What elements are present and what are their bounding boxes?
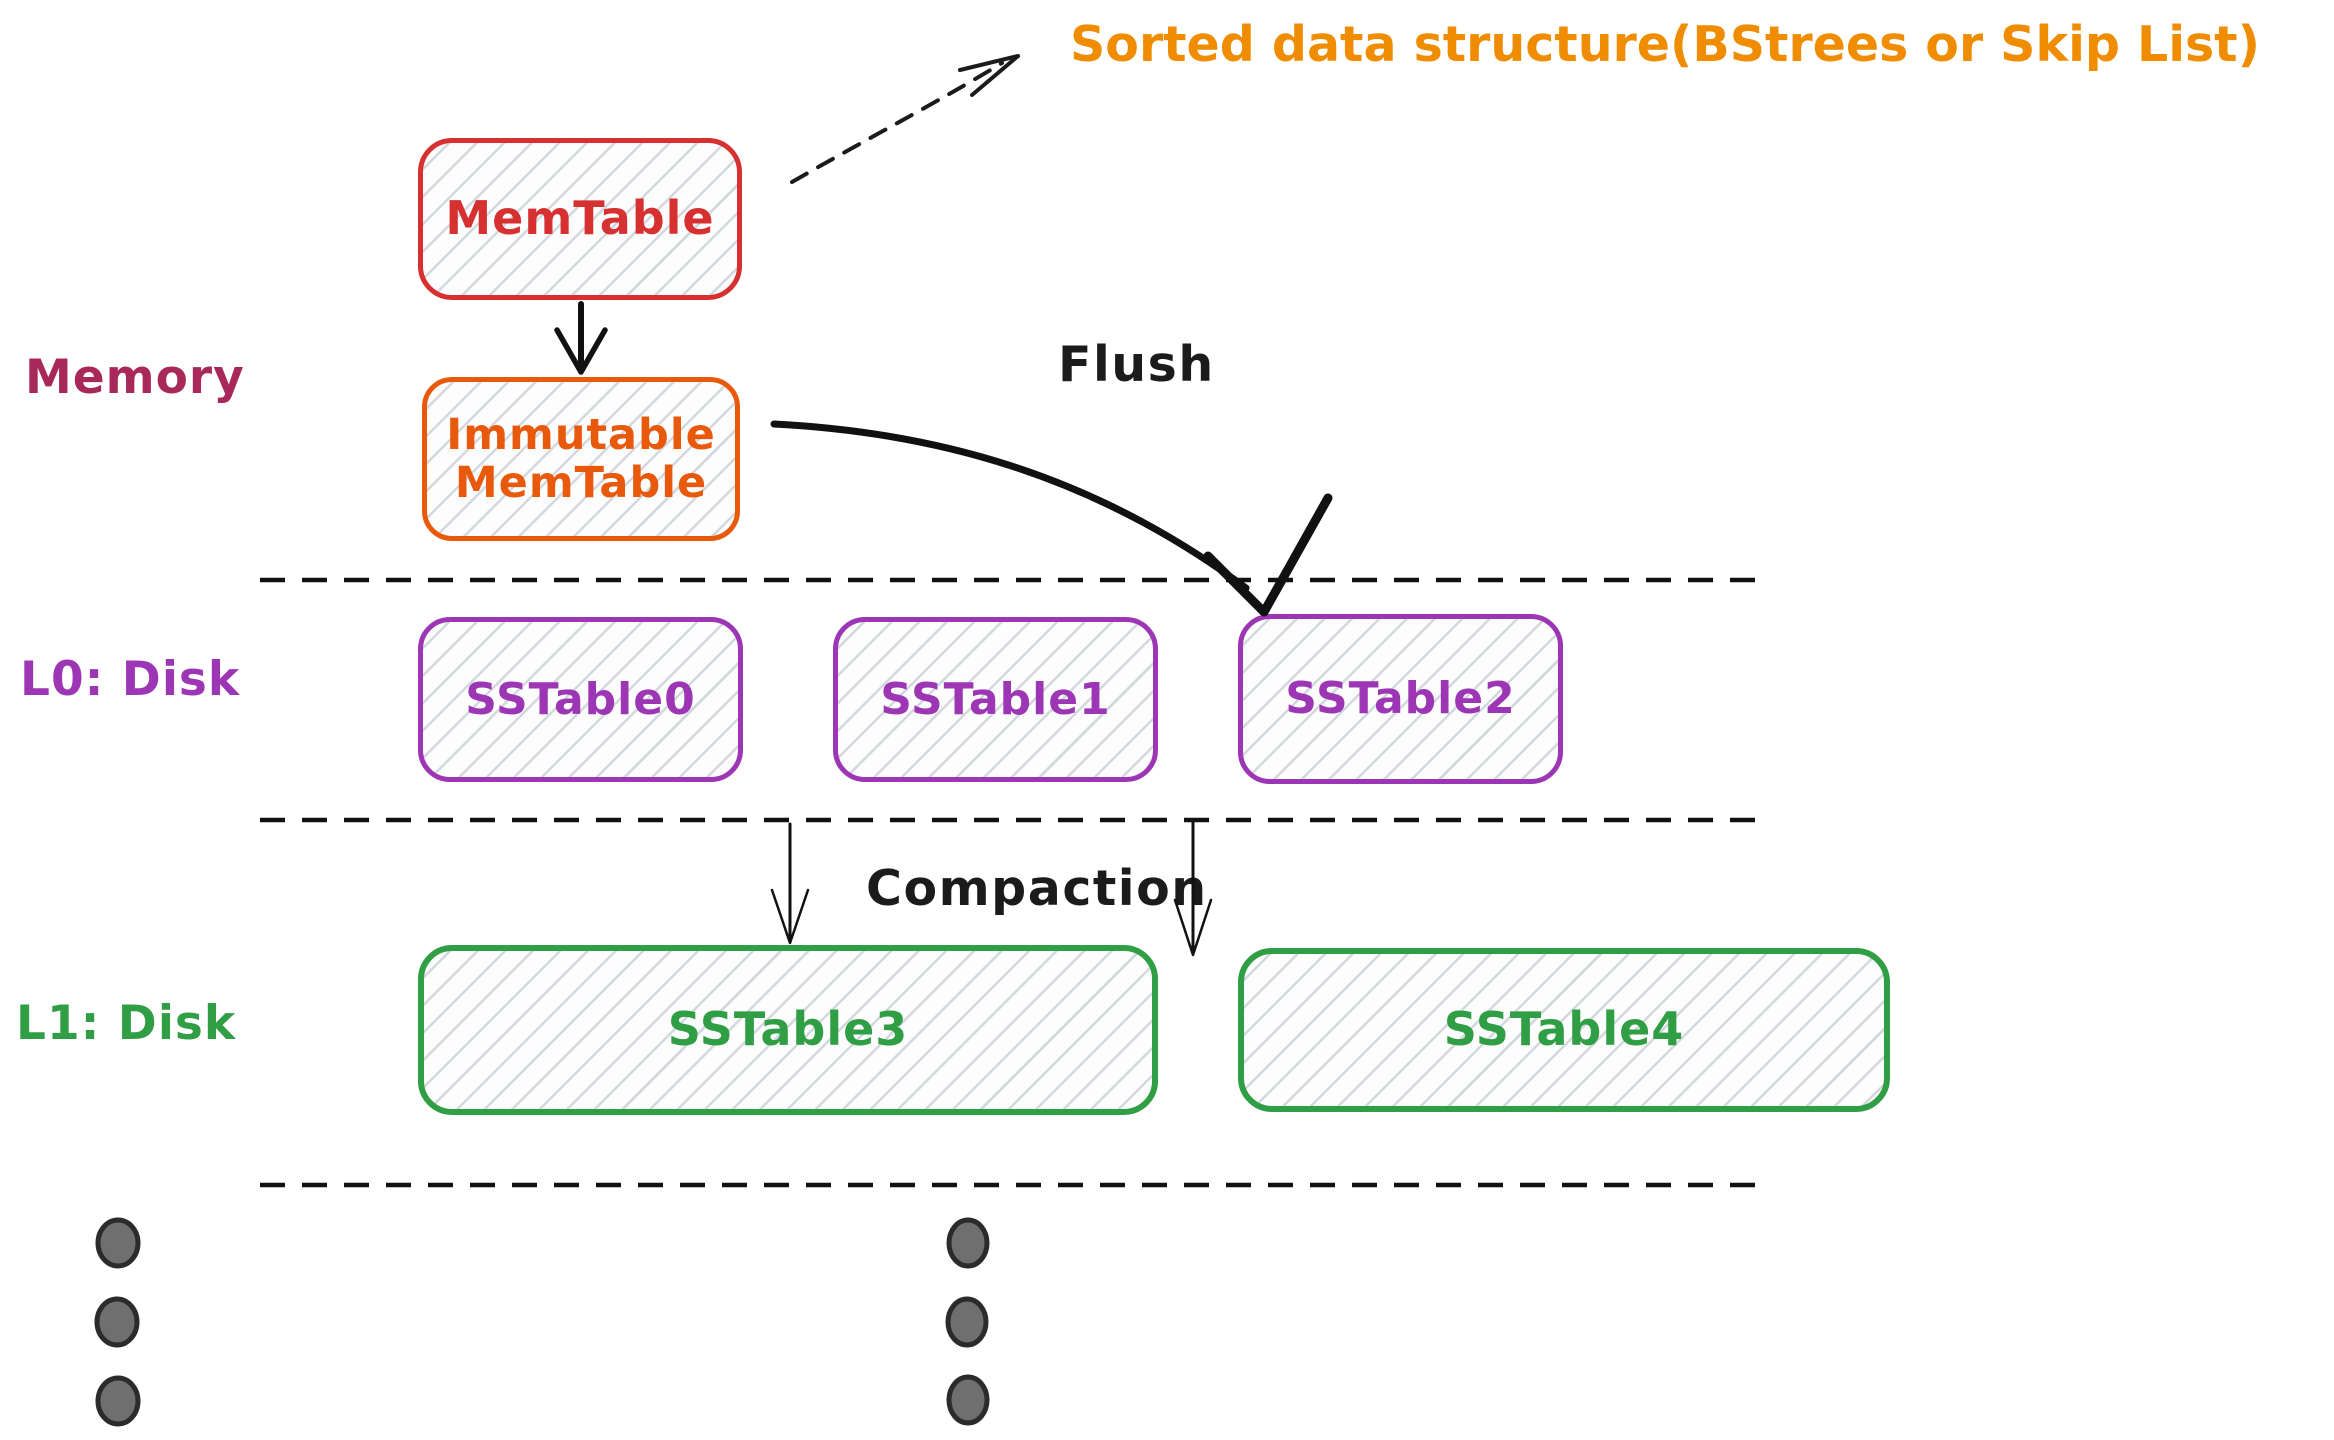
ellipsis-dot [946,1217,990,1269]
sstable0-node-label: SSTable0 [465,673,696,725]
flush-arrow-label: Flush [1058,336,1215,393]
flush-arrowhead [1203,493,1333,617]
memory-tier-label: Memory [25,350,245,405]
sstable4-node-label: SSTable4 [1443,1002,1685,1057]
l1-disk-tier-label: L1: Disk [16,996,237,1051]
sstable0-node: SSTable0 [418,617,743,782]
sstable4-node: SSTable4 [1238,948,1890,1112]
l0-disk-tier-label: L0: Disk [20,652,241,707]
sstable2-node-label: SSTable2 [1285,673,1516,725]
annotation-pointer-dashed-arrow [790,61,1004,184]
compaction-arrow-label: Compaction [866,860,1208,917]
sstable3-node: SSTable3 [418,945,1158,1115]
sstable1-node-label: SSTable1 [880,673,1111,725]
immutable-memtable-node: Immutable MemTable [422,377,740,541]
ellipsis-dot [94,1296,140,1348]
sstable3-node-label: SSTable3 [667,1002,909,1057]
ellipsis-dot [945,1296,989,1348]
sstable2-node: SSTable2 [1238,614,1563,784]
annotation-pointer-arrowhead [958,54,1020,97]
memtable-to-immutable-arrowhead [554,327,608,375]
memtable-node-label: MemTable [445,191,715,246]
sorted-structure-annotation: Sorted data structure(BStrees or Skip Li… [1070,16,2260,73]
ellipsis-dot [95,1217,141,1269]
ellipsis-dot [95,1375,141,1427]
compaction-arrowhead-left [770,888,810,945]
immutable-memtable-node-label: Immutable MemTable [446,409,716,508]
memtable-node: MemTable [418,138,742,300]
ellipsis-dot [946,1374,990,1426]
flush-arrow [770,420,1250,592]
sstable1-node: SSTable1 [833,617,1158,782]
